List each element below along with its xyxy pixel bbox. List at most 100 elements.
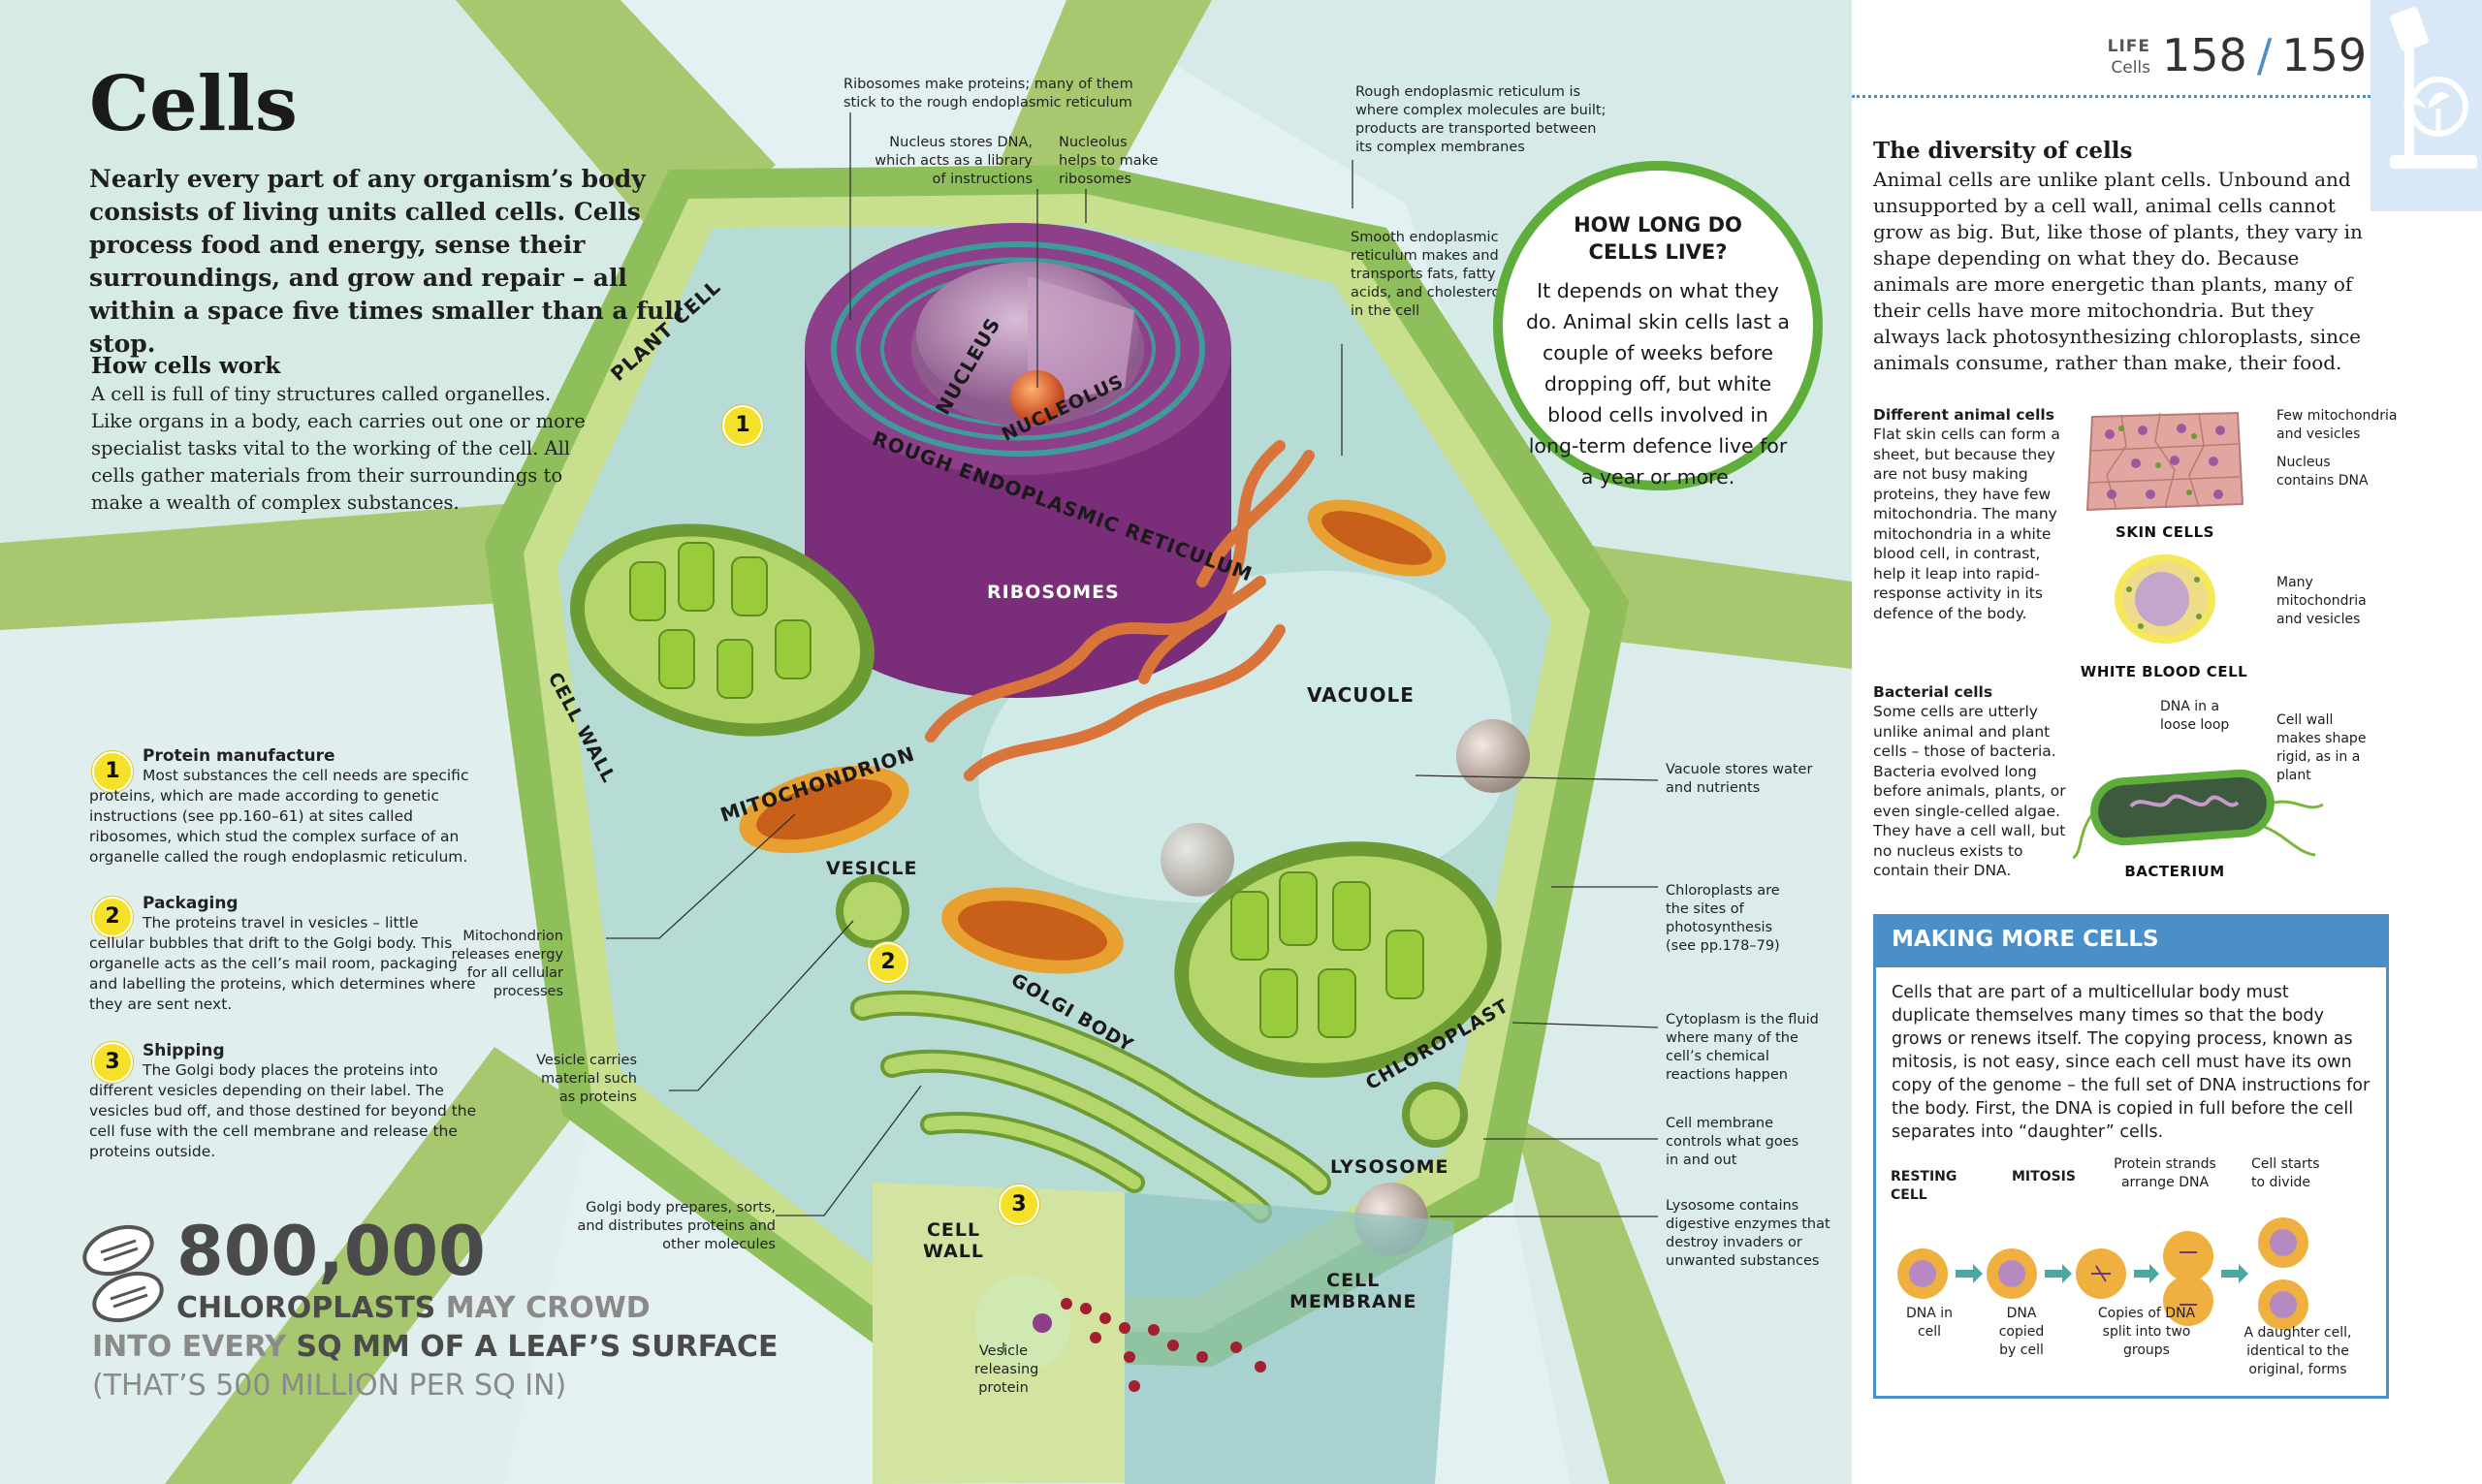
skin-note-1: Few mitochondria and vesicles: [2276, 408, 2398, 442]
note-nucleus: Nucleus stores DNA, which acts as a libr…: [875, 135, 1033, 187]
thylakoid-stacks: [629, 542, 1424, 1038]
skin-cells-illustration: [2085, 411, 2244, 512]
diversity-body: Animal cells are unlike plant cells. Unb…: [1873, 168, 2363, 374]
stat-number: 800,000: [176, 1212, 486, 1291]
more-cells-heading: MAKING MORE CELLS: [1892, 927, 2159, 952]
header-dotted-rule: [1852, 95, 2371, 98]
mitosis-daughter: A daughter cell, identical to the origin…: [2243, 1325, 2352, 1377]
point-body: Most substances the cell needs are speci…: [89, 767, 469, 866]
golgi-shape: [850, 990, 1331, 1223]
label-vesicle: VESICLE: [826, 858, 918, 879]
animal-cells-body: Flat skin cells can form a sheet, but be…: [1873, 426, 2060, 622]
chloroplast-stat-icon: [82, 1224, 164, 1323]
label-cell-membrane: CELL MEMBRANE: [1289, 1270, 1417, 1312]
making-more-cells-box: MAKING MORE CELLS Cells that are part of…: [1873, 914, 2389, 1399]
mitochondria-shapes: [739, 499, 1447, 974]
mitosis-dna-copied: DNA copied by cell: [1998, 1306, 2045, 1358]
page-numbers: 158/159: [2162, 29, 2367, 81]
stat-text: INTO EVERY: [92, 1330, 297, 1364]
how-cells-work-body: A cell is full of tiny structures called…: [91, 383, 586, 514]
wbc-note: Many mitochondria and vesicles: [2276, 575, 2367, 627]
more-cells-heading-bar: MAKING MORE CELLS: [1876, 917, 2386, 967]
running-subsection: Cells: [2111, 58, 2150, 78]
bact-note-1: DNA in a loose loop: [2160, 699, 2230, 733]
point-badge-3: 3: [92, 1042, 133, 1083]
label-lysosome: LYSOSOME: [1330, 1156, 1449, 1178]
mitosis-diagram: [1897, 1217, 2308, 1330]
page-number-left: 158: [2162, 29, 2247, 81]
right-page: LIFE Cells 158/159 The diversity of cell…: [1852, 0, 2482, 1484]
label-vacuole: VACUOLE: [1307, 683, 1415, 707]
stat-highlight: SQ MM OF A LEAF’S SURFACE: [296, 1330, 779, 1364]
stat-line-1: CHLOROPLASTS MAY CROWD: [176, 1291, 651, 1325]
point-title: Packaging: [143, 894, 239, 913]
point-1: Protein manufacture Most substances the …: [89, 746, 477, 868]
label-ribosomes: RIBOSOMES: [987, 582, 1120, 603]
stat-line-2: INTO EVERY SQ MM OF A LEAF’S SURFACE: [92, 1330, 779, 1364]
bact-note-2: Cell wall makes shape rigid, as in a pla…: [2276, 712, 2367, 783]
diagram-badge-2: 2: [868, 942, 908, 983]
mitosis-cell-starts: Cell starts to divide: [2251, 1156, 2320, 1190]
leader-lines: [606, 112, 1659, 1352]
label-cell-wall-bottom: CELL WALL: [923, 1219, 985, 1262]
note-vesicle-release: Vesicle releasing protein: [974, 1343, 1039, 1396]
plant-cell-diagram: [0, 0, 1852, 1484]
page-slash: /: [2256, 29, 2273, 81]
stat-highlight: CHLOROPLASTS: [176, 1291, 436, 1325]
diagram-badge-3: 3: [999, 1184, 1039, 1225]
microscope-icon: [2390, 7, 2477, 169]
mitosis-dna-in-cell: DNA in cell: [1905, 1306, 1954, 1340]
section-tab: [2371, 0, 2482, 211]
callout-body: It depends on what they do. Animal skin …: [1526, 279, 1790, 489]
diversity-heading: The diversity of cells: [1873, 138, 2133, 164]
intro-paragraph: Nearly every part of any organism’s body…: [89, 165, 684, 358]
note-mitochondrion: Mitochondrion releases energy for all ce…: [451, 929, 563, 999]
nucleus-shape: [911, 262, 1144, 426]
protein-dots: [1061, 1298, 1266, 1392]
point-badge-1: 1: [92, 751, 133, 792]
neighbour-cell-walls: [0, 0, 1852, 1484]
point-2: Packaging The proteins travel in vesicle…: [89, 894, 477, 1015]
point-title: Protein manufacture: [143, 746, 335, 766]
point-body: The Golgi body places the proteins into …: [89, 1061, 477, 1160]
point-body: The proteins travel in vesicles – little…: [89, 914, 476, 1013]
bacterial-cells-body: Some cells are utterly unlike animal and…: [1873, 703, 2066, 879]
white-blood-cell-label: WHITE BLOOD CELL: [2080, 663, 2248, 680]
mitosis-protein-strands: Protein strands arrange DNA: [2114, 1156, 2216, 1190]
mitosis-copies-split: Copies of DNA split into two groups: [2097, 1306, 2196, 1358]
page-number-right: 159: [2281, 29, 2368, 81]
bacterium-label: BACTERIUM: [2124, 863, 2225, 880]
diagram-badge-1: 1: [722, 405, 763, 446]
bacterial-cells-heading: Bacterial cells: [1873, 683, 1993, 701]
note-nucleolus: Nucleolus helps to make ribosomes: [1059, 135, 1159, 187]
note-cytoplasm: Cytoplasm is the fluid where many of the…: [1666, 1012, 1819, 1083]
point-title: Shipping: [143, 1041, 225, 1060]
skin-note-2: Nucleus contains DNA: [2276, 455, 2369, 489]
callout-heading: HOW LONG DO CELLS LIVE?: [1574, 213, 1742, 264]
running-section: LIFE: [2107, 37, 2150, 56]
more-cells-body: Cells that are part of a multicellular b…: [1892, 983, 2371, 1142]
mitosis-label: MITOSIS: [2012, 1169, 2076, 1184]
note-ribosomes: Ribosomes make proteins; many of them st…: [843, 77, 1133, 111]
note-lysosome: Lysosome contains digestive enzymes that…: [1666, 1198, 1830, 1269]
how-long-callout: HOW LONG DO CELLS LIVE? It depends on wh…: [1493, 161, 1823, 490]
skin-cells-label: SKIN CELLS: [2116, 523, 2214, 541]
note-golgi: Golgi body prepares, sorts, and distribu…: [577, 1200, 776, 1252]
note-rough-er: Rough endoplasmic reticulum is where com…: [1355, 84, 1607, 155]
mitosis-resting-label: RESTING CELL: [1891, 1169, 1957, 1203]
page-title: Cells: [89, 60, 298, 148]
note-chloroplast: Chloroplasts are the sites of photosynth…: [1666, 883, 1780, 954]
point-badge-2: 2: [92, 897, 133, 937]
note-vacuole: Vacuole stores water and nutrients: [1666, 762, 1813, 796]
how-cells-work-heading: How cells work: [91, 353, 281, 379]
left-page: Cells Nearly every part of any organism’…: [0, 0, 1852, 1484]
note-smooth-er: Smooth endoplasmic reticulum makes and t…: [1351, 230, 1505, 319]
stat-line-3: (THAT’S 500 MILLION PER SQ IN): [92, 1369, 567, 1403]
white-blood-cell-illustration: [2115, 554, 2215, 644]
animal-cells-heading: Different animal cells: [1873, 406, 2054, 424]
smooth-er-shape: [925, 440, 1315, 781]
note-membrane: Cell membrane controls what goes in and …: [1666, 1116, 1799, 1168]
note-vesicle: Vesicle carries material such as protein…: [536, 1053, 637, 1105]
point-3: Shipping The Golgi body places the prote…: [89, 1041, 477, 1162]
wall-cutaway: [873, 1183, 1454, 1484]
